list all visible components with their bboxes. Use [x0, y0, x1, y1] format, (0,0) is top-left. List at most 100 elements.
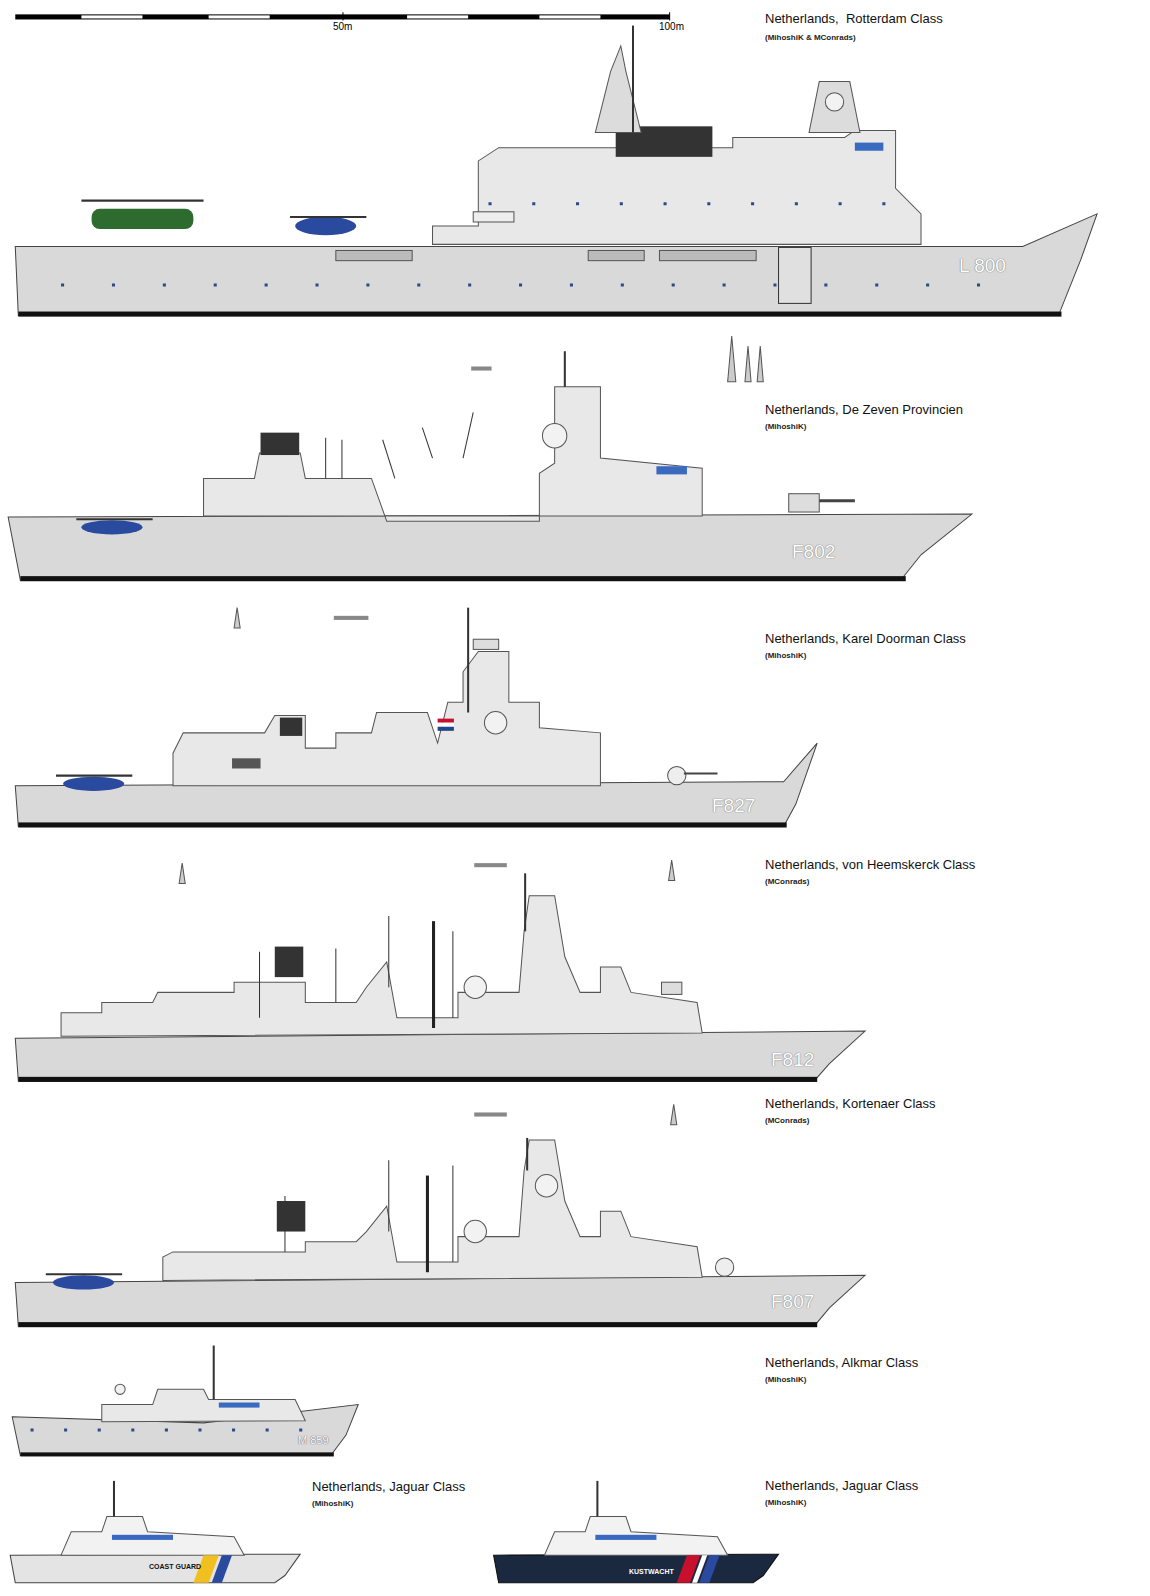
kortenaer-ship-part — [715, 1258, 733, 1276]
kortenaer-ship-part — [277, 1201, 305, 1232]
scale-bar-part — [342, 12, 343, 20]
scale-bar-part — [539, 15, 600, 18]
jaguar-kustwacht-ship-part — [494, 1554, 779, 1582]
karel-doorman-ship-part — [56, 775, 132, 777]
class-name: Netherlands, Kortenaer Class — [765, 1097, 936, 1111]
kortenaer-ship-part — [452, 1165, 453, 1262]
de-zeven-provincien-ship-part — [76, 518, 152, 520]
de-zeven-provincien-ship-part — [383, 440, 395, 479]
rotterdam-ship-part — [61, 284, 1018, 287]
jaguar-coastguard-ship-part — [10, 1554, 300, 1582]
hull-number: L 800 — [959, 256, 1006, 277]
alkmar-ship — [12, 1346, 358, 1457]
jaguar-kustwacht-ship — [494, 1481, 779, 1583]
kortenaer-ship — [15, 1104, 865, 1327]
rotterdam-ship-part — [473, 212, 514, 222]
rotterdam-ship-part — [81, 200, 203, 202]
von-heemskerck-ship-part — [179, 863, 185, 883]
rotterdam-ship-part — [92, 209, 194, 229]
de-zeven-provincien-ship — [8, 336, 972, 581]
rotterdam-ship-part — [825, 93, 843, 111]
von-heemskerck-ship-part — [388, 916, 389, 987]
karel-doorman-ship-part — [438, 719, 454, 723]
class-name: Netherlands, Karel Doorman Class — [765, 632, 966, 646]
alkmar-ship-part — [31, 1428, 306, 1431]
rotterdam-ship-part — [588, 250, 644, 260]
de-zeven-provincien-ship-part — [8, 514, 972, 580]
scale-label: 100m — [659, 21, 684, 32]
jaguar-kustwacht-ship-part — [544, 1516, 727, 1555]
de-zeven-provincien-ship-part — [463, 412, 473, 458]
von-heemskerck-ship-part — [15, 1031, 865, 1081]
rotterdam-ship-part — [809, 82, 860, 133]
von-heemskerck-ship-part — [432, 921, 435, 1028]
rotterdam-ship-part — [595, 46, 641, 133]
von-heemskerck-ship-part — [464, 976, 486, 998]
von-heemskerck-ship-part — [259, 952, 260, 1018]
kortenaer-ship-part — [53, 1275, 114, 1289]
hull-number: F812 — [771, 1050, 814, 1071]
hull-number: F827 — [712, 796, 755, 817]
de-zeven-provincien-ship-part — [564, 351, 566, 387]
de-zeven-provincien-ship-part — [789, 494, 820, 512]
kortenaer-ship-part — [535, 1175, 557, 1197]
author-credit: (MihoshiK & MConrads) — [765, 34, 856, 43]
scale-label: 50m — [333, 21, 352, 32]
von-heemskerck-ship-part — [18, 1077, 817, 1082]
scale-bar — [15, 12, 669, 20]
rotterdam-ship-part — [290, 216, 366, 218]
de-zeven-provincien-ship-part — [81, 520, 142, 534]
kortenaer-ship-part — [526, 1138, 528, 1171]
rotterdam-ship-part — [336, 250, 412, 260]
rotterdam-ship-part — [632, 26, 634, 133]
de-zeven-provincien-ship-part — [471, 366, 491, 370]
karel-doorman-ship-part — [173, 651, 600, 785]
kortenaer-ship-part — [426, 1176, 429, 1273]
von-heemskerck-ship-part — [669, 860, 675, 880]
karel-doorman-ship-part — [334, 616, 369, 620]
de-zeven-provincien-ship-part — [656, 466, 687, 474]
scale-bar-part — [669, 12, 670, 20]
karel-doorman-ship-part — [467, 608, 469, 713]
rotterdam-ship-part — [779, 247, 812, 303]
karel-doorman-ship-part — [473, 639, 498, 649]
de-zeven-provincien-ship-part — [728, 336, 736, 382]
kortenaer-ship-part — [18, 1322, 817, 1327]
de-zeven-provincien-ship-part — [325, 438, 326, 479]
hull-number: M 859 — [298, 1434, 329, 1446]
jaguar-kustwacht-ship-part — [699, 1555, 719, 1582]
alkmar-ship-part — [115, 1384, 125, 1394]
de-zeven-provincien-ship-part — [261, 433, 300, 455]
karel-doorman-ship-part — [280, 718, 302, 736]
author-credit: (MConrads) — [765, 878, 809, 887]
von-heemskerck-ship-part — [474, 863, 507, 867]
scale-bar-part — [209, 15, 270, 18]
hull-marking: COAST GUARD — [149, 1563, 201, 1571]
rotterdam-ship-part — [488, 202, 895, 205]
alkmar-ship-part — [102, 1389, 306, 1422]
class-name: Netherlands, Jaguar Class — [312, 1480, 465, 1494]
hull-marking: KUSTWACHT — [629, 1568, 674, 1576]
jaguar-coastguard-ship-part — [113, 1481, 115, 1517]
scale-bar-part — [15, 14, 669, 19]
von-heemskerck-ship-part — [275, 947, 303, 978]
karel-doorman-ship-part — [232, 758, 260, 768]
de-zeven-provincien-ship-part — [757, 346, 763, 382]
karel-doorman-ship-part — [668, 766, 686, 784]
author-credit: (MConrads) — [765, 1117, 809, 1126]
author-credit: (MihoshiK) — [765, 423, 806, 432]
von-heemskerck-ship-part — [335, 949, 336, 1003]
rotterdam-ship-part — [295, 217, 356, 235]
scale-bar-part — [81, 15, 142, 18]
alkmar-ship-part — [219, 1403, 260, 1408]
jaguar-coastguard-ship-part — [212, 1555, 232, 1582]
class-name: Netherlands, Rotterdam Class — [765, 12, 943, 26]
author-credit: (MihoshiK) — [765, 1499, 806, 1508]
author-credit: (MihoshiK) — [312, 1500, 353, 1509]
von-heemskerck-ship-part — [452, 931, 453, 1018]
de-zeven-provincien-ship-part — [819, 499, 855, 502]
von-heemskerck-ship-part — [662, 982, 682, 994]
de-zeven-provincien-ship-part — [20, 576, 905, 581]
von-heemskerck-ship-part — [61, 896, 702, 1036]
rotterdam-ship-part — [18, 312, 1061, 317]
